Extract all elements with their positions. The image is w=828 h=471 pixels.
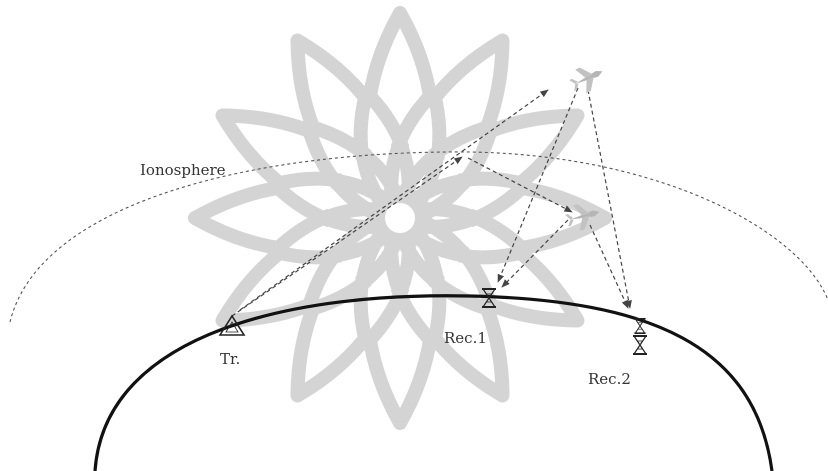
- watermark-petal: [482, 243, 585, 328]
- watermark-petal: [355, 146, 403, 206]
- transmitter-label: Tr.: [220, 350, 240, 368]
- ray-lower-aircraft-to-rec2: [589, 224, 629, 309]
- watermark-petal: [188, 180, 285, 256]
- watermark-petal: [425, 33, 510, 136]
- ray-upper-aircraft-to-rec2: [587, 89, 632, 309]
- watermark-center: [371, 189, 429, 247]
- ray-tx-to-ionosphere: [231, 156, 463, 317]
- receiver-1-label: Rec.1: [444, 329, 487, 347]
- transmitter-antenna-icon: [218, 314, 246, 336]
- ionosphere-label: Ionosphere: [140, 161, 226, 179]
- receiver-2-icon: [632, 335, 648, 355]
- signal-rays: [231, 87, 632, 317]
- watermark-petal: [215, 108, 318, 193]
- watermark-petal: [482, 108, 585, 193]
- watermark-petal: [353, 85, 410, 161]
- watermark-petal: [290, 33, 375, 136]
- earth-surface-arc: [93, 294, 774, 471]
- watermark-petal: [290, 300, 375, 403]
- airplane-icon: [566, 59, 608, 98]
- watermark-petal: [362, 333, 438, 430]
- ionosphere-arc: [9, 151, 828, 323]
- ray-tx-to-upper-aircraft: [239, 89, 549, 311]
- watermark-petal: [515, 180, 612, 256]
- rosette-watermark: [188, 6, 612, 430]
- ray-lower-aircraft-to-rec1: [501, 219, 569, 288]
- receiver-2-label: Rec.2: [588, 370, 631, 388]
- watermark-petal: [362, 6, 438, 103]
- ray-ionosphere-to-lower-aircraft: [467, 157, 573, 213]
- watermark-petal: [425, 300, 510, 403]
